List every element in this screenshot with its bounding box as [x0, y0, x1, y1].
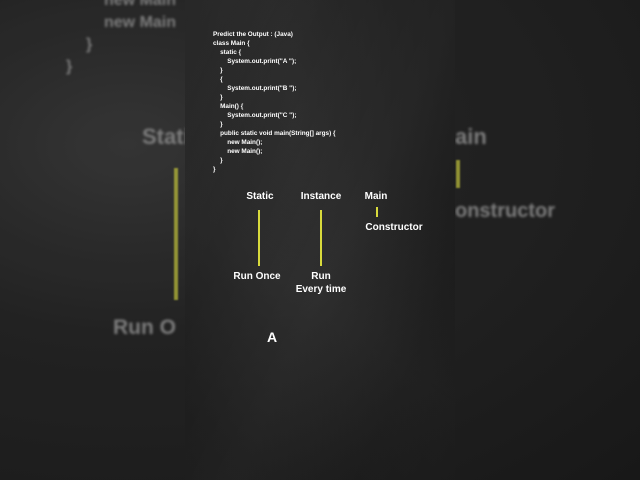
output-answer: A	[267, 329, 278, 345]
video-panel: Predict the Output : (Java)class Main { …	[185, 0, 455, 480]
code-line: Main() {	[213, 103, 244, 110]
bg-static-label: Stati	[142, 124, 190, 149]
static-label: Static	[246, 191, 274, 202]
run-every-time-label: Run Every time	[295, 271, 347, 295]
bg-code-line-1: new Main	[104, 0, 177, 9]
bg-constructor-label: onstructor	[455, 200, 555, 222]
bg-brace-1: }	[86, 36, 93, 53]
code-line: System.out.print("A ");	[213, 58, 297, 65]
bg-main-label: ain	[455, 124, 487, 149]
bg-accent-bar-left	[174, 168, 178, 300]
code-line: }	[213, 166, 216, 173]
bg-brace-2: }	[66, 58, 73, 75]
main-connector-line	[376, 207, 378, 217]
run-once-label: Run Once	[233, 271, 281, 282]
code-line: System.out.print("C ");	[213, 112, 297, 119]
instance-label: Instance	[300, 191, 342, 202]
code-line: new Main();	[213, 139, 263, 146]
bg-accent-bar-right	[456, 160, 460, 188]
constructor-label: Constructor	[365, 222, 423, 233]
code-line: }	[213, 94, 223, 101]
bg-run-once-label: Run O	[113, 316, 176, 339]
code-line: System.out.print("B ");	[213, 85, 297, 92]
code-snippet: Predict the Output : (Java)class Main { …	[213, 30, 336, 174]
code-line: }	[213, 67, 223, 74]
code-title: Predict the Output : (Java)	[213, 31, 293, 38]
code-line: }	[213, 157, 223, 164]
code-line: }	[213, 121, 223, 128]
code-line: public static void main(String[] args) {	[213, 130, 336, 137]
code-line: new Main();	[213, 148, 263, 155]
code-line: static {	[213, 49, 242, 56]
bg-code-line-2: new Main	[104, 14, 177, 31]
static-connector-line	[258, 210, 260, 266]
instance-connector-line	[320, 210, 322, 266]
code-line: class Main {	[213, 40, 250, 47]
code-line: {	[213, 76, 223, 83]
main-label: Main	[364, 191, 388, 202]
